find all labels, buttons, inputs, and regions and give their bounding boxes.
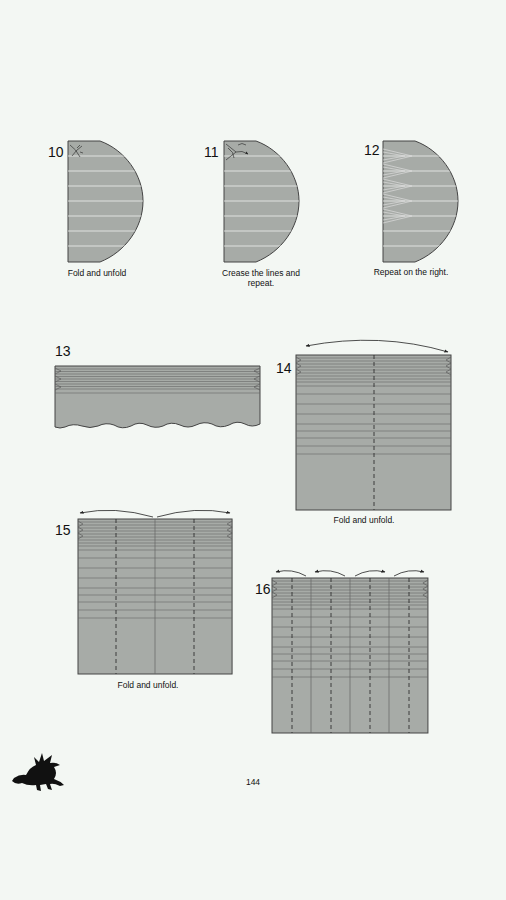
- step-caption: Fold and unfold: [52, 268, 142, 278]
- drawing-part: [292, 578, 293, 733]
- drawing-part: [254, 368, 260, 390]
- drawing-part: [383, 167, 405, 175]
- drawing-part: [272, 578, 428, 733]
- drawing-part: [72, 146, 82, 156]
- drawing-part: [55, 369, 260, 370]
- drawing-part: [77, 145, 83, 153]
- drawing-part: [55, 369, 260, 393]
- drawing-part: [55, 366, 260, 428]
- drawing-part: [226, 144, 236, 160]
- drawing-part: [55, 379, 260, 380]
- drawing-part: [383, 149, 412, 223]
- drawing-part: [80, 510, 153, 517]
- drawing-part: [389, 578, 390, 733]
- drawing-part: [306, 340, 448, 352]
- drawing-part: [55, 374, 260, 375]
- step-13-figure: [55, 366, 260, 428]
- drawing-part: [383, 209, 412, 223]
- step-11-figure: [224, 141, 306, 262]
- drawing-part: [155, 519, 156, 674]
- step-number: 13: [55, 343, 77, 359]
- drawing-part: [55, 368, 61, 390]
- step-caption: Crease the lines and repeat.: [216, 268, 306, 288]
- drawing-part: [383, 149, 412, 163]
- drawing-part: [315, 571, 345, 576]
- drawing-part: [224, 141, 306, 262]
- drawing-part: [228, 148, 234, 158]
- drawing-part: [311, 578, 312, 733]
- drawing-part: [383, 152, 405, 160]
- drawing-part: [292, 578, 409, 733]
- drawing-part: [55, 389, 260, 390]
- drawing-part: [157, 510, 230, 517]
- drawing-part: [238, 144, 246, 146]
- drawing-part: [70, 145, 83, 157]
- drawing-part: [194, 519, 195, 674]
- step-10-figure: [68, 141, 150, 262]
- drawing-part: [55, 393, 260, 394]
- drawing-part: [409, 578, 410, 733]
- drawing-part: [383, 182, 405, 190]
- step-number: 11: [204, 144, 226, 160]
- drawing-part: [331, 578, 332, 733]
- drawing-part: [296, 355, 451, 510]
- drawing-part: [383, 197, 405, 205]
- step-number: 16: [255, 581, 277, 597]
- drawing-part: [383, 194, 412, 208]
- step-number: 10: [48, 144, 70, 160]
- drawing-part: [383, 179, 412, 193]
- drawing-part: [55, 376, 260, 377]
- step-15-figure: [78, 510, 232, 674]
- drawing-part: [78, 519, 232, 674]
- drawing-part: [55, 368, 260, 390]
- step-caption: Fold and unfold.: [314, 515, 414, 525]
- step-caption: Repeat on the right.: [361, 267, 461, 277]
- page-number: 144: [233, 777, 273, 787]
- drawing-part: [276, 571, 424, 576]
- drawing-part: [55, 384, 260, 385]
- step-number: 12: [364, 142, 386, 158]
- drawing-part: [370, 578, 371, 733]
- step-16-figure: [272, 571, 428, 733]
- drawing-part: [355, 571, 385, 576]
- drawing-part: [226, 144, 248, 161]
- drawing-part: [311, 578, 389, 733]
- drawing-part: [383, 164, 412, 178]
- drawing-part: [55, 381, 260, 382]
- dragon-logo: [12, 753, 64, 791]
- drawing-part: [276, 571, 306, 576]
- step-number: 14: [276, 360, 298, 376]
- drawing-part: [383, 212, 405, 220]
- step-12-figure: [383, 141, 465, 262]
- drawing-part: [374, 355, 375, 510]
- drawing-part: [55, 371, 260, 372]
- drawing-part: [236, 151, 248, 154]
- step-14-figure: [296, 340, 451, 510]
- drawing-part: [68, 141, 150, 262]
- drawing-part: [350, 578, 351, 733]
- step-number: 15: [55, 522, 77, 538]
- drawing-part: [383, 141, 465, 262]
- drawing-part: [116, 519, 117, 674]
- step-caption: Fold and unfold.: [98, 680, 198, 690]
- drawing-part: [394, 571, 424, 576]
- drawing-part: [55, 386, 260, 387]
